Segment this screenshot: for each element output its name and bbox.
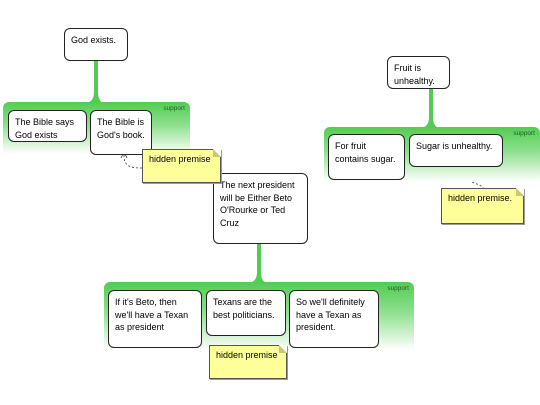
god-connector (84, 58, 106, 103)
reason-beto-texan[interactable]: If it's Beto, then we'll have a Texan as… (108, 290, 202, 348)
reason-texans-best[interactable]: Texans are the best politicians. (206, 290, 286, 336)
hidden-premise-note-3[interactable]: hidden premise (209, 345, 287, 379)
president-connector (247, 241, 269, 283)
reason-sugar-unhealthy[interactable]: Sugar is unhealthy. (409, 134, 503, 167)
claim-next-president[interactable]: The next president will be Either Beto O… (213, 173, 308, 244)
support-label: support (387, 285, 409, 292)
reason-texan-president[interactable]: So we'll definitely have a Texan as pres… (289, 290, 379, 348)
reason-bible-gods-book[interactable]: The Bible is God's book. (90, 110, 152, 155)
claim-god-exists[interactable]: God exists. (64, 28, 128, 61)
support-label: support (513, 130, 535, 137)
fruit-connector (419, 86, 441, 128)
hidden-premise-note-1[interactable]: hidden premise (142, 149, 221, 183)
reason-bible-says[interactable]: The Bible says God exists (8, 110, 87, 142)
reason-fruit-sugar[interactable]: For fruit contains sugar. (328, 134, 405, 180)
hidden-premise-arrow-1 (123, 154, 143, 169)
claim-fruit-unhealthy[interactable]: Fruit is unhealthy. (387, 56, 450, 89)
hidden-premise-note-2[interactable]: hidden premise. (441, 188, 524, 224)
support-label: support (163, 105, 185, 112)
